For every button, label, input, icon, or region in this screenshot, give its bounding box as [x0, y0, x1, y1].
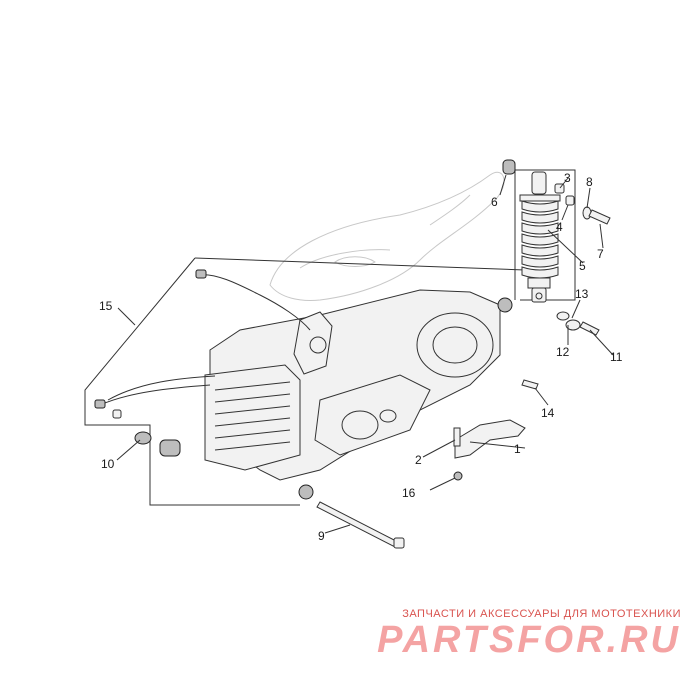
callout-1: 1 — [514, 442, 521, 456]
callout-6: 6 — [491, 195, 498, 209]
callout-labels: 1 2 3 4 5 6 7 8 9 10 11 12 13 14 15 16 — [99, 171, 623, 543]
watermark-logo: PARTSFOR.RU — [377, 619, 681, 661]
group-bracket-shock — [514, 169, 576, 301]
callout-15: 15 — [99, 299, 113, 313]
callout-2: 2 — [415, 453, 422, 467]
group-bracket-engine — [84, 257, 526, 506]
callout-5: 5 — [579, 259, 586, 273]
loose-parts — [134, 297, 539, 549]
callout-3: 3 — [564, 171, 571, 185]
rear-shock-absorber — [519, 171, 561, 303]
shock-small-parts — [502, 159, 611, 336]
callout-12: 12 — [556, 345, 570, 359]
callout-16: 16 — [402, 486, 416, 500]
watermark: ЗАПЧАСТИ И АКСЕССУАРЫ ДЛЯ МОТОТЕХНИКИ PA… — [377, 608, 681, 661]
callout-10: 10 — [101, 457, 115, 471]
callout-4: 4 — [556, 220, 563, 234]
callout-13: 13 — [575, 287, 589, 301]
scooter-body-outline — [269, 172, 505, 301]
engine-assembly — [94, 269, 501, 481]
callout-11: 11 — [610, 350, 623, 364]
callout-14: 14 — [541, 406, 555, 420]
leader-lines — [116, 174, 614, 534]
watermark-tagline: ЗАПЧАСТИ И АКСЕССУАРЫ ДЛЯ МОТОТЕХНИКИ — [402, 608, 681, 620]
callout-7: 7 — [597, 247, 604, 261]
callout-9: 9 — [318, 529, 325, 543]
callout-8: 8 — [586, 175, 593, 189]
cylinder-fins — [214, 381, 291, 451]
